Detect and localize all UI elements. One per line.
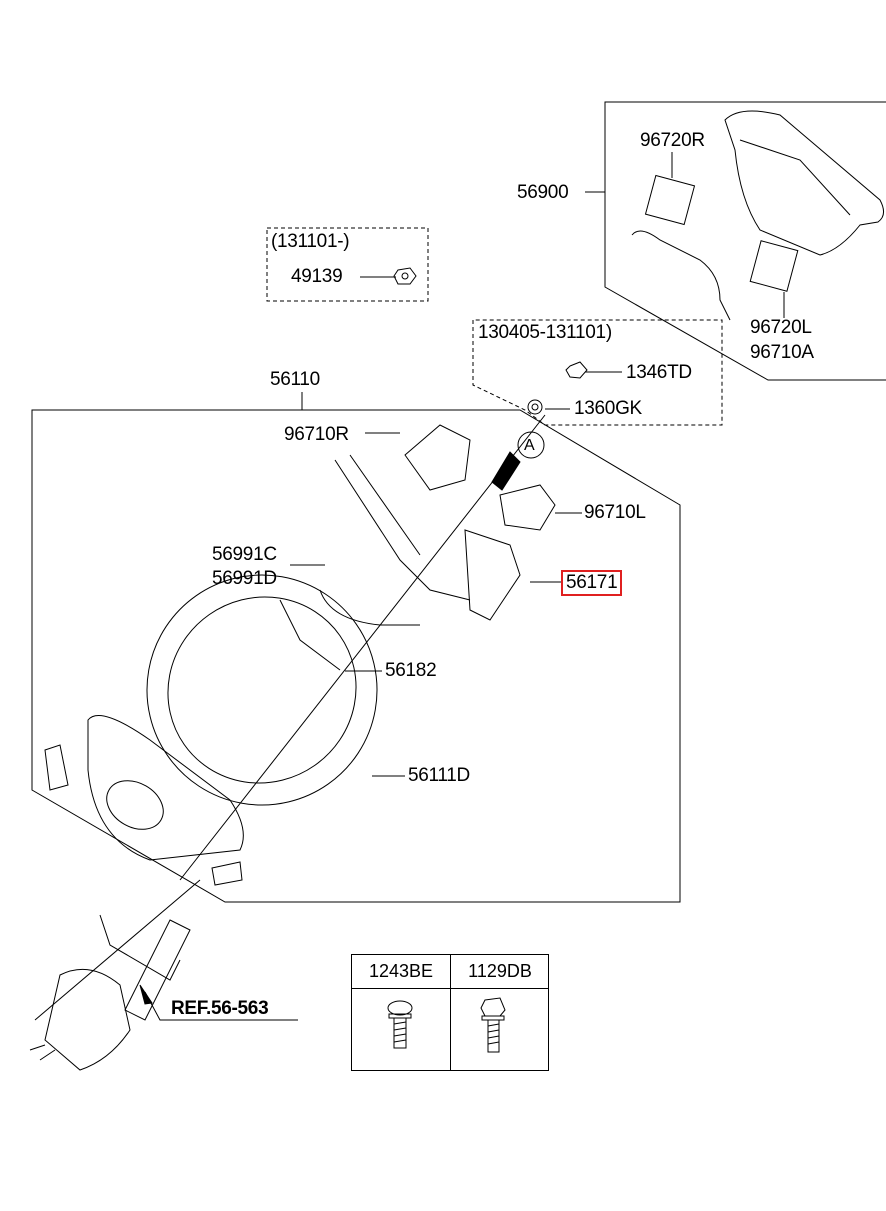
fastener-header-1243BE: 1243BE: [352, 955, 451, 989]
label-96710A: 96710A: [750, 342, 814, 363]
view-a-marker: A: [524, 437, 535, 454]
bolt-icon: [480, 997, 506, 1053]
label-96720L: 96720L: [750, 317, 812, 338]
label-56110: 56110: [270, 369, 320, 390]
washer-nut-icon: [527, 399, 543, 415]
screw-icon: [387, 1000, 413, 1049]
label-49139: 49139: [291, 266, 343, 287]
label-range-131101: (131101-): [271, 231, 350, 252]
label-56991C: 56991C: [212, 544, 277, 565]
range-box-1: [266, 227, 429, 302]
label-96710R: 96710R: [284, 424, 349, 445]
nut-icon: [565, 361, 588, 379]
steering-wheel-drawing: [44, 414, 556, 886]
label-56111D: 56111D: [408, 765, 470, 786]
label-56182: 56182: [385, 660, 437, 681]
airbag-module-group: [585, 101, 886, 381]
label-1360GK: 1360GK: [574, 398, 642, 419]
fastener-header-1129DB: 1129DB: [451, 955, 549, 989]
label-range-130405: 130405-131101): [478, 322, 612, 343]
fastener-cell-screw: [352, 989, 451, 1071]
fastener-table: 1243BE 1129DB: [351, 954, 549, 1071]
label-96720R: 96720R: [640, 130, 705, 151]
label-56991D: 56991D: [212, 568, 277, 589]
label-1346TD: 1346TD: [626, 362, 692, 383]
steering-column-drawing: [29, 879, 298, 1071]
fastener-cell-bolt: [451, 989, 549, 1071]
main-assembly-box: [31, 409, 681, 903]
label-56900: 56900: [517, 182, 569, 203]
label-56171-highlighted[interactable]: 56171: [561, 570, 623, 596]
label-96710L: 96710L: [584, 502, 646, 523]
reference-label: REF.56-563: [171, 998, 269, 1019]
nut-icon: [393, 267, 417, 285]
